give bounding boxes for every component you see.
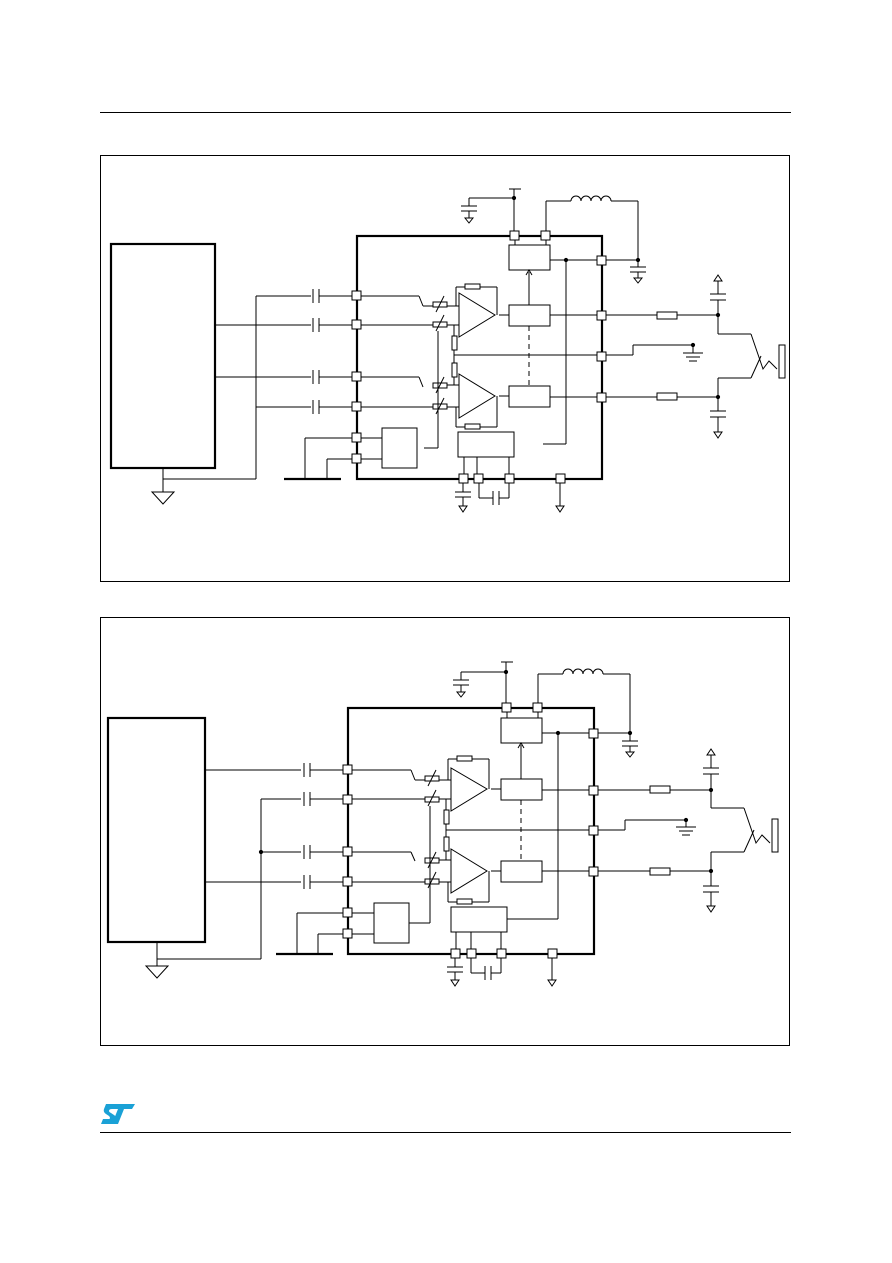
opamp-lower: [450, 848, 488, 894]
charge-pump-block: [508, 244, 551, 271]
inductor: [570, 195, 612, 202]
source-block: [109, 242, 217, 470]
output-stage-lower: [508, 385, 551, 408]
output-stage-upper: [500, 778, 543, 801]
header-rule: [100, 112, 791, 113]
st-logo-icon: [101, 1104, 135, 1124]
figure-2-schematic: [106, 661, 779, 987]
source-block: [106, 716, 207, 944]
figure-2-frame: [100, 617, 790, 1046]
headphone-jack: [771, 818, 779, 853]
output-stage-lower: [500, 860, 543, 883]
figure-1-schematic: [109, 188, 786, 513]
bias-block: [373, 902, 410, 944]
control-block: [457, 431, 515, 458]
headphone-jack: [778, 344, 786, 379]
output-stage-upper: [508, 304, 551, 327]
control-block: [450, 906, 508, 933]
opamp-lower: [458, 373, 496, 419]
charge-pump-block: [500, 717, 543, 744]
inductor: [562, 668, 604, 675]
bias-block: [381, 427, 418, 469]
opamp-upper: [458, 292, 496, 338]
figure-1-frame: [100, 155, 790, 582]
opamp-upper: [450, 767, 488, 812]
footer-rule: [100, 1132, 791, 1133]
